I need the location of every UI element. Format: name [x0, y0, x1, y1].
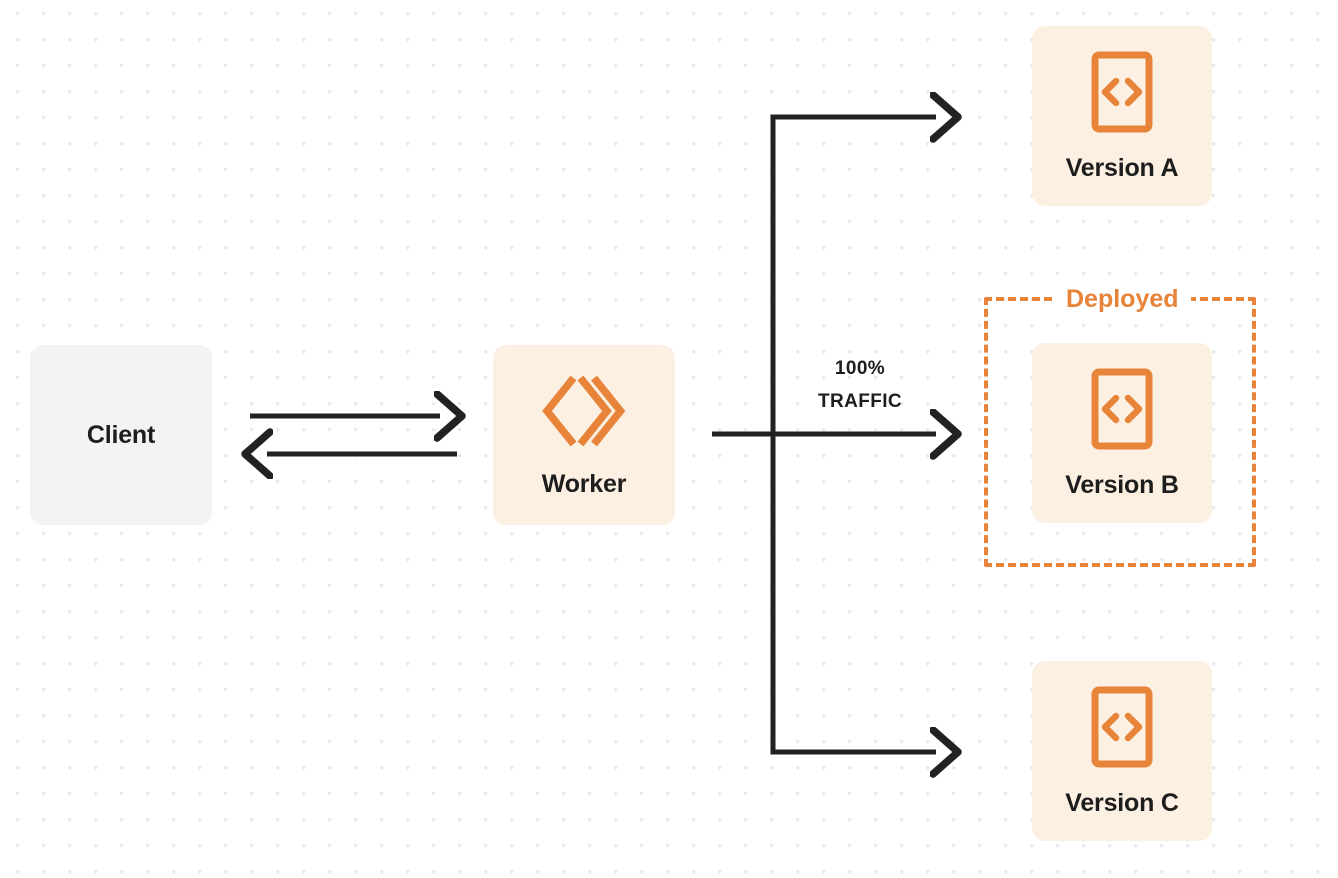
code-document-icon: [1091, 51, 1153, 138]
node-client[interactable]: Client: [30, 345, 212, 525]
node-version-c[interactable]: Version C: [1032, 661, 1212, 841]
node-version-b-label: Version B: [1065, 471, 1179, 499]
node-version-a-label: Version A: [1065, 154, 1179, 182]
traffic-caption: TRAFFIC: [817, 391, 903, 413]
node-version-c-label: Version C: [1065, 789, 1179, 817]
node-client-label: Client: [86, 420, 156, 449]
traffic-percent: 100%: [834, 358, 886, 379]
node-version-a[interactable]: Version A: [1032, 26, 1212, 206]
code-document-icon: [1091, 368, 1153, 455]
deployed-group-label: Deployed: [1054, 287, 1191, 312]
node-worker-label: Worker: [541, 470, 627, 498]
cloudflare-workers-logo-icon: [542, 373, 626, 454]
code-document-icon: [1091, 686, 1153, 773]
traffic-annotation: 100% TRAFFIC: [796, 352, 924, 419]
node-version-b[interactable]: Version B: [1032, 343, 1212, 523]
node-worker[interactable]: Worker: [493, 345, 675, 525]
